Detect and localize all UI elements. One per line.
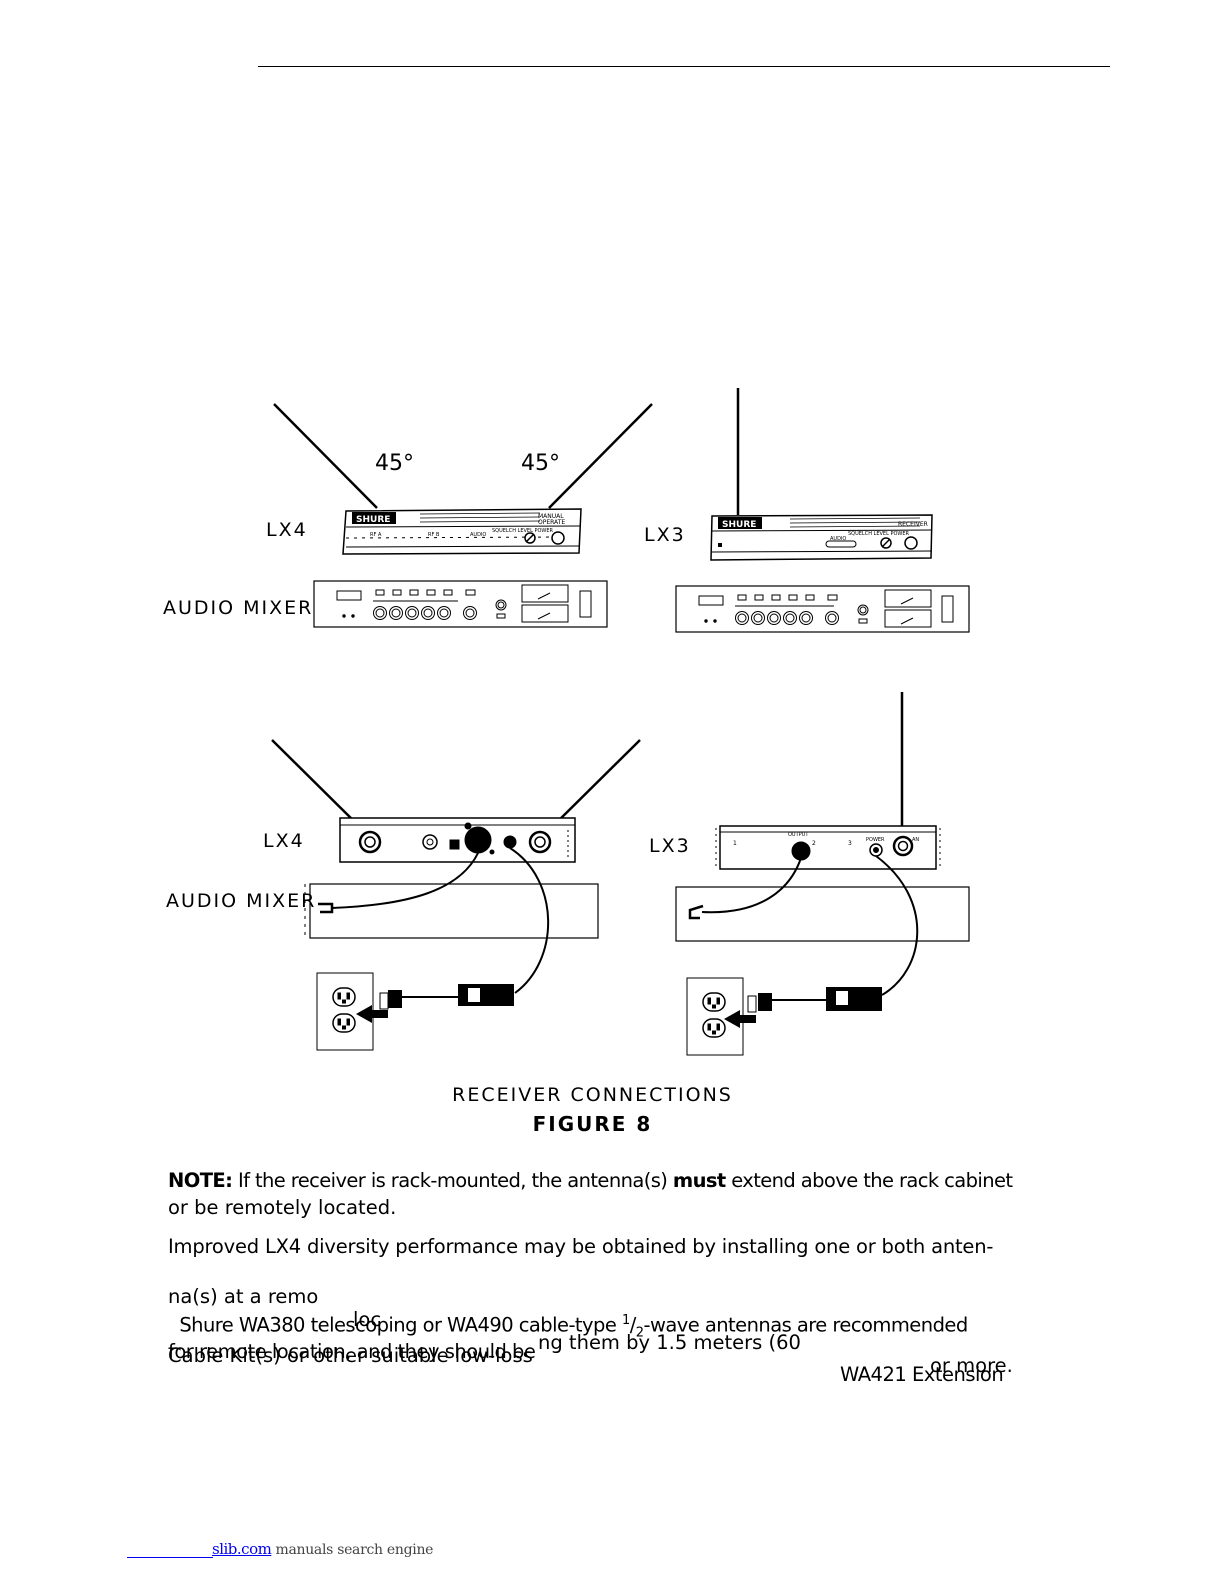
lx4-power-plug bbox=[356, 990, 458, 1023]
lx4-receiver-front: SHURE MANUAL OPERATE SQUELCH LEVEL POWER… bbox=[342, 508, 582, 555]
paragraph-line-3-a: Shure WA380 telescoping or WA490 cable-t… bbox=[179, 1313, 622, 1337]
svg-text:SQUELCH LEVEL POWER: SQUELCH LEVEL POWER bbox=[848, 531, 910, 537]
header-rule bbox=[258, 66, 1110, 67]
svg-text:OUTPUT: OUTPUT bbox=[788, 832, 809, 838]
paragraph-line-4-b: WA421 Extension bbox=[840, 1363, 1004, 1386]
lx3-receiver-front: SHURE RECEIVER SQUELCH LEVEL POWER AUDIO bbox=[710, 514, 933, 561]
lx4-wall-outlet bbox=[316, 972, 374, 1051]
paragraph-line-4: for remote location, and they should be … bbox=[168, 1317, 1018, 1386]
svg-text:RECEIVER: RECEIVER bbox=[898, 521, 928, 528]
svg-text:RF B: RF B bbox=[428, 532, 440, 538]
lx4-power-cable bbox=[509, 847, 550, 994]
footer-text: manuals search engine bbox=[271, 1542, 434, 1558]
svg-text:SHURE: SHURE bbox=[722, 520, 756, 530]
note-line-1: NOTE: If the receiver is rack-mounted, t… bbox=[168, 1167, 1018, 1194]
paragraph-line-2: na(s) at a remo loc ng them by 1.5 meter… bbox=[168, 1262, 1018, 1377]
svg-text:AUDIO: AUDIO bbox=[470, 532, 486, 538]
paragraph-line-1: Improved LX4 diversity performance may b… bbox=[168, 1235, 994, 1258]
svg-text:SQUELCH LEVEL POWER: SQUELCH LEVEL POWER bbox=[492, 528, 554, 534]
figure-caption-title: RECEIVER CONNECTIONS bbox=[452, 1084, 733, 1106]
svg-text:AN: AN bbox=[912, 837, 919, 843]
lx4-front-label: LX4 bbox=[266, 519, 308, 541]
lx4-front-antennas bbox=[273, 403, 653, 509]
fraction-slash: / bbox=[629, 1313, 637, 1337]
lx4-output-cable bbox=[331, 852, 479, 909]
lx3-rear-label: LX3 bbox=[649, 835, 691, 857]
audio-mixer-rear-label: AUDIO MIXER bbox=[166, 890, 317, 912]
paragraph-line-4-a: for remote location, and they should be bbox=[168, 1340, 536, 1363]
lx4-receiver-rear bbox=[339, 817, 576, 863]
svg-text:POWER: POWER bbox=[866, 837, 885, 843]
angle-label-right: 45° bbox=[521, 451, 560, 476]
lx3-front-label: LX3 bbox=[644, 524, 686, 546]
lx4-power-supply bbox=[458, 984, 514, 1006]
footer-rule bbox=[127, 1557, 213, 1558]
svg-text:OPERATE: OPERATE bbox=[538, 519, 565, 526]
audio-mixer-rear-left bbox=[304, 883, 599, 939]
svg-text:MANUAL: MANUAL bbox=[538, 513, 564, 520]
lx3-output-cable bbox=[701, 857, 802, 914]
paragraph-line-3-b: -wave antennas are recommended bbox=[643, 1313, 968, 1337]
slib-link[interactable]: slib.com bbox=[212, 1540, 272, 1558]
audio-mixer-front-right bbox=[675, 585, 970, 633]
lx3-power-supply bbox=[826, 987, 882, 1011]
svg-text:AUDIO: AUDIO bbox=[830, 536, 846, 542]
paragraph-line-2-c: ng them by 1.5 meters (60 bbox=[538, 1331, 801, 1354]
angle-label-left: 45° bbox=[375, 451, 414, 476]
lx3-power-plug bbox=[724, 993, 826, 1028]
audio-mixer-front-label: AUDIO MIXER bbox=[163, 597, 314, 619]
paragraph-line-2-b: loc bbox=[353, 1308, 382, 1331]
lx3-receiver-rear: 1 2 3 OUTPUT POWER AN bbox=[715, 825, 941, 870]
svg-text:2: 2 bbox=[812, 840, 816, 847]
lx4-rear-label: LX4 bbox=[263, 830, 305, 852]
svg-text:SHURE: SHURE bbox=[356, 515, 390, 525]
paragraph-line-2-a: na(s) at a remo bbox=[168, 1285, 319, 1308]
audio-mixer-front-left bbox=[313, 580, 608, 628]
note-text-1: If the receiver is rack-mounted, the ant… bbox=[237, 1169, 668, 1192]
note-text-2: extend above the rack cabinet bbox=[731, 1169, 1013, 1192]
audio-mixer-rear-right bbox=[675, 886, 970, 942]
paragraph-line-2-d: or more. bbox=[930, 1354, 1013, 1377]
fraction-denominator: 2 bbox=[635, 1325, 644, 1341]
note-label: NOTE: bbox=[168, 1169, 233, 1192]
footer: slib.com manuals search engine bbox=[212, 1540, 433, 1558]
svg-text:3: 3 bbox=[848, 840, 852, 847]
paragraph-line-3: Shure WA380 telescoping or WA490 cable-t… bbox=[168, 1290, 1018, 1340]
note-line-2: or be remotely located. bbox=[168, 1196, 397, 1219]
note-emphasis: must bbox=[672, 1169, 726, 1192]
svg-text:RF A: RF A bbox=[370, 532, 382, 538]
paragraph-line-5: Cable Kit(s) or other suitable low-loss bbox=[168, 1344, 533, 1367]
svg-text:1: 1 bbox=[733, 840, 737, 847]
fraction-numerator: 1 bbox=[621, 1313, 630, 1328]
figure-caption-number: FIGURE 8 bbox=[532, 1112, 653, 1136]
lx3-power-cable bbox=[875, 855, 919, 996]
